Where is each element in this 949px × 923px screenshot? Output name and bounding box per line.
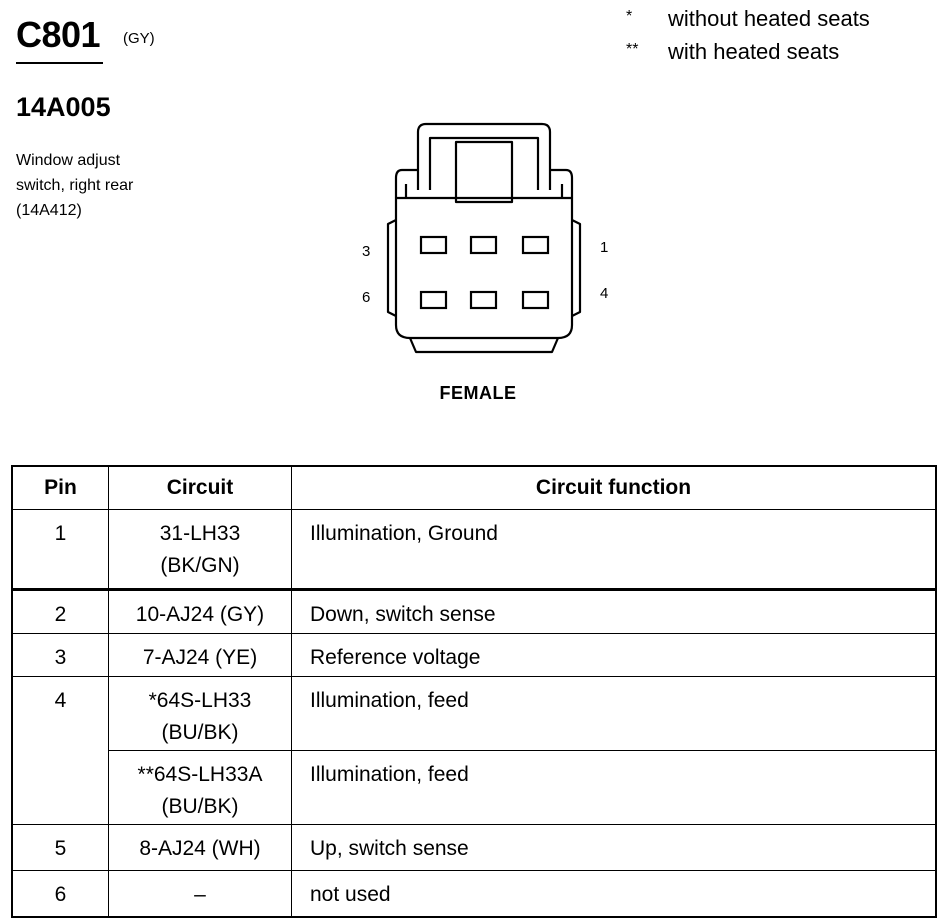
- description-line: switch, right rear: [16, 177, 134, 194]
- circuit-text: 8-AJ24 (WH): [139, 837, 261, 860]
- circuit-text: –: [194, 883, 206, 906]
- circuit-text: 10-AJ24 (GY): [135, 603, 265, 626]
- connector-face-diagram: 3 6 1 4: [362, 122, 608, 354]
- function-cell: Illumination, Ground: [291, 509, 937, 590]
- pin-cell: 1: [11, 509, 109, 590]
- column-header-pin: Pin: [11, 465, 109, 510]
- function-cell: Up, switch sense: [291, 824, 937, 871]
- legend: * without heated seats ** with heated se…: [626, 6, 870, 72]
- table-row: **64S-LH33A (BU/BK) Illumination, feed: [12, 750, 937, 825]
- bottom-lip: [408, 337, 560, 354]
- right-ear: [550, 168, 574, 198]
- circuit-text: (BU/BK): [161, 721, 239, 744]
- connector-id: C801: [16, 14, 101, 55]
- latch-window: [454, 140, 514, 204]
- circuit-cell: 8-AJ24 (WH): [108, 824, 292, 871]
- pin-cell: 6: [11, 870, 109, 918]
- table-row: 5 8-AJ24 (WH) Up, switch sense: [11, 824, 937, 871]
- pin-number-label: 6: [362, 289, 370, 306]
- pin-number-label: 1: [600, 239, 608, 256]
- function-cell: Illumination, feed: [291, 750, 937, 825]
- legend-item: ** with heated seats: [626, 39, 870, 72]
- pin-table: Pin Circuit Circuit function 1 31-LH33 (…: [11, 465, 937, 918]
- pin-cell: 3: [11, 633, 109, 677]
- circuit-cell: 31-LH33 (BK/GN): [108, 509, 292, 590]
- legend-text: with heated seats: [668, 39, 840, 64]
- legend-text: without heated seats: [668, 6, 870, 31]
- function-cell: Down, switch sense: [291, 588, 937, 634]
- part-number: 14A005: [16, 92, 111, 122]
- circuit-text: (BK/GN): [160, 554, 240, 577]
- latch-outline: [416, 122, 552, 190]
- legend-mark: **: [626, 41, 639, 58]
- pin-cavity: [469, 235, 498, 255]
- circuit-text: *64S-LH33: [148, 689, 252, 712]
- pin-cavity: [469, 290, 498, 310]
- description-line: (14A412): [16, 202, 82, 219]
- legend-mark: *: [626, 8, 633, 25]
- table-header-row: Pin Circuit Circuit function: [11, 465, 937, 510]
- legend-item: * without heated seats: [626, 6, 870, 39]
- pin-cell: 2: [11, 588, 109, 634]
- description-line: Window adjust: [16, 152, 121, 169]
- left-flange: [386, 219, 397, 317]
- right-flange: [571, 219, 582, 317]
- pin-cell: 5: [11, 824, 109, 871]
- circuit-cell: **64S-LH33A (BU/BK): [108, 750, 292, 825]
- pin-cavity: [419, 290, 448, 310]
- connector-id-underline: [16, 62, 103, 64]
- pin-cell: 4: [11, 676, 109, 825]
- table-row: 4 *64S-LH33 (BU/BK) Illumination, feed: [11, 676, 937, 825]
- table-row: 6 – not used: [11, 870, 937, 918]
- column-header-function: Circuit function: [291, 465, 937, 510]
- connector-color: (GY): [123, 30, 155, 47]
- column-header-circuit: Circuit: [108, 465, 292, 510]
- pin-cavity: [419, 235, 448, 255]
- table-row: 1 31-LH33 (BK/GN) Illumination, Ground: [11, 509, 937, 590]
- circuit-text: 7-AJ24 (YE): [142, 646, 258, 669]
- circuit-cell: 10-AJ24 (GY): [108, 588, 292, 634]
- latch-rail: [428, 136, 540, 190]
- circuit-text: **64S-LH33A: [137, 763, 263, 786]
- table-row: 3 7-AJ24 (YE) Reference voltage: [11, 633, 937, 677]
- pin-cavity: [521, 290, 550, 310]
- circuit-cell: *64S-LH33 (BU/BK): [108, 676, 292, 751]
- circuit-cell: –: [108, 870, 292, 918]
- connector-gender-label: FEMALE: [439, 383, 517, 403]
- connector-body: [394, 196, 574, 340]
- function-cell: Reference voltage: [291, 633, 937, 677]
- pin-number-label: 4: [600, 285, 608, 302]
- pin-cavity: [521, 235, 550, 255]
- circuit-text: (BU/BK): [161, 795, 239, 818]
- component-description: Window adjust switch, right rear (14A412…: [16, 148, 133, 223]
- table-row: 2 10-AJ24 (GY) Down, switch sense: [11, 588, 937, 634]
- pin-number-label: 3: [362, 243, 370, 260]
- function-cell: not used: [291, 870, 937, 918]
- function-cell: Illumination, feed: [291, 676, 937, 751]
- left-ear: [394, 168, 418, 198]
- circuit-text: 31-LH33: [159, 522, 241, 545]
- circuit-cell: 7-AJ24 (YE): [108, 633, 292, 677]
